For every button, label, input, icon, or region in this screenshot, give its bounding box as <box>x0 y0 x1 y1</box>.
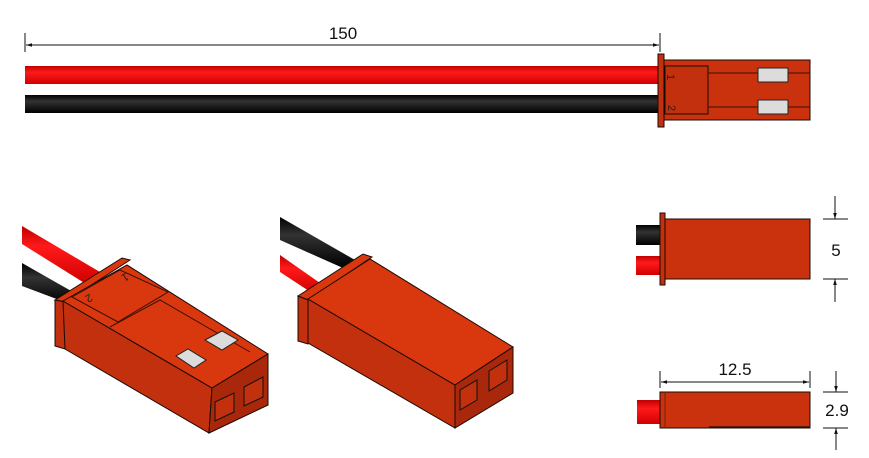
dimension-label-5: 5 <box>831 241 840 260</box>
red-wire <box>637 400 660 424</box>
pin-label-1: 1 <box>664 74 676 80</box>
iso-pin-label-2: 2 <box>83 291 94 304</box>
connector-housing-top: 1 2 <box>657 53 811 128</box>
red-wire <box>22 226 100 284</box>
contact-hole <box>243 376 264 407</box>
dimension-thickness: 2.9 <box>823 371 849 450</box>
contact-slot <box>757 99 789 115</box>
pin-label-2: 2 <box>665 105 677 111</box>
contact-hole <box>459 379 478 411</box>
dimension-label-150: 150 <box>329 24 357 43</box>
black-wire <box>25 95 660 113</box>
contact-slot <box>757 67 789 83</box>
dimension-wire-length: 150 <box>24 24 661 52</box>
contact-hole <box>488 359 508 392</box>
dimension-label-2-9: 2.9 <box>825 401 849 420</box>
contact-slot <box>175 348 207 369</box>
dimension-label-12-5: 12.5 <box>718 360 751 379</box>
contact-slot <box>203 330 239 351</box>
contact-hole <box>214 392 235 422</box>
top-view: 150 1 2 <box>24 24 811 128</box>
red-wire <box>25 66 660 84</box>
red-wire <box>636 256 660 275</box>
black-wire <box>636 225 660 245</box>
red-wire <box>280 255 320 293</box>
black-wire <box>280 217 355 268</box>
isometric-view-latch: 1 2 <box>22 226 269 434</box>
bottom-view: 12.5 2.9 <box>637 360 849 450</box>
iso-pin-label-1: 1 <box>119 270 130 283</box>
isometric-view-plain <box>280 217 514 429</box>
dimension-length: 12.5 <box>659 360 811 388</box>
dimension-height: 5 <box>823 196 848 302</box>
side-view: 5 <box>636 196 848 302</box>
